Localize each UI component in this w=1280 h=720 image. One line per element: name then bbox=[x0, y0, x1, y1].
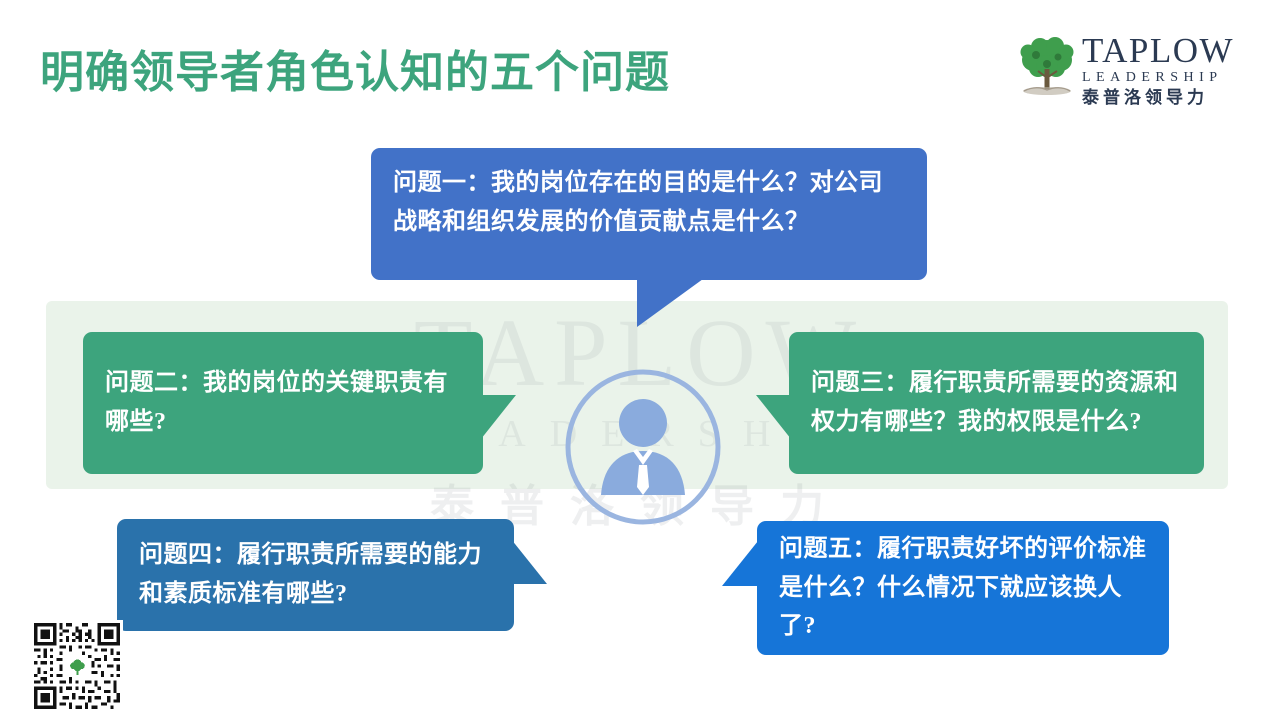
question-one-text: 问题一：我的岗位存在的目的是什么？对公司战略和组织发展的价值贡献点是什么？ bbox=[393, 170, 883, 235]
logo-brand: TAPLOW bbox=[1082, 30, 1235, 70]
question-four-bubble-tail bbox=[511, 539, 547, 584]
tree-icon bbox=[1020, 37, 1074, 95]
question-three-bubble[interactable]: 问题三：履行职责所需要的资源和权力有哪些？我的权限是什么? bbox=[789, 332, 1204, 474]
question-two-bubble-tail bbox=[481, 395, 516, 439]
person-in-suit-icon bbox=[565, 369, 721, 525]
question-one-bubble-tail bbox=[637, 279, 703, 327]
question-four-text: 问题四：履行职责所需要的能力和素质标准有哪些? bbox=[139, 542, 482, 607]
tree-icon bbox=[70, 659, 85, 676]
question-five-text: 问题五：履行职责好坏的评价标准是什么？什么情况下就应该换人了? bbox=[779, 535, 1147, 640]
logo-chinese: 泰普洛领导力 bbox=[1082, 87, 1208, 107]
question-three-bubble-tail bbox=[756, 395, 791, 439]
page-title: 明确领导者角色认知的五个问题 bbox=[40, 48, 670, 97]
logo-tagline: LEADERSHIP bbox=[1082, 69, 1223, 85]
qr-code-icon[interactable] bbox=[31, 620, 123, 712]
question-four-bubble[interactable]: 问题四：履行职责所需要的能力和素质标准有哪些? bbox=[117, 519, 514, 631]
taplow-logo: TAPLOW LEADERSHIP 泰普洛领导力 bbox=[1016, 26, 1238, 112]
question-two-text: 问题二：我的岗位的关键职责有哪些? bbox=[105, 370, 448, 435]
question-five-bubble-tail bbox=[722, 541, 758, 586]
question-two-bubble[interactable]: 问题二：我的岗位的关键职责有哪些? bbox=[83, 332, 483, 474]
question-three-text: 问题三：履行职责所需要的资源和权力有哪些？我的权限是什么? bbox=[811, 370, 1179, 435]
question-five-bubble[interactable]: 问题五：履行职责好坏的评价标准是什么？什么情况下就应该换人了? bbox=[757, 521, 1169, 655]
question-one-bubble[interactable]: 问题一：我的岗位存在的目的是什么？对公司战略和组织发展的价值贡献点是什么？ bbox=[371, 148, 927, 280]
